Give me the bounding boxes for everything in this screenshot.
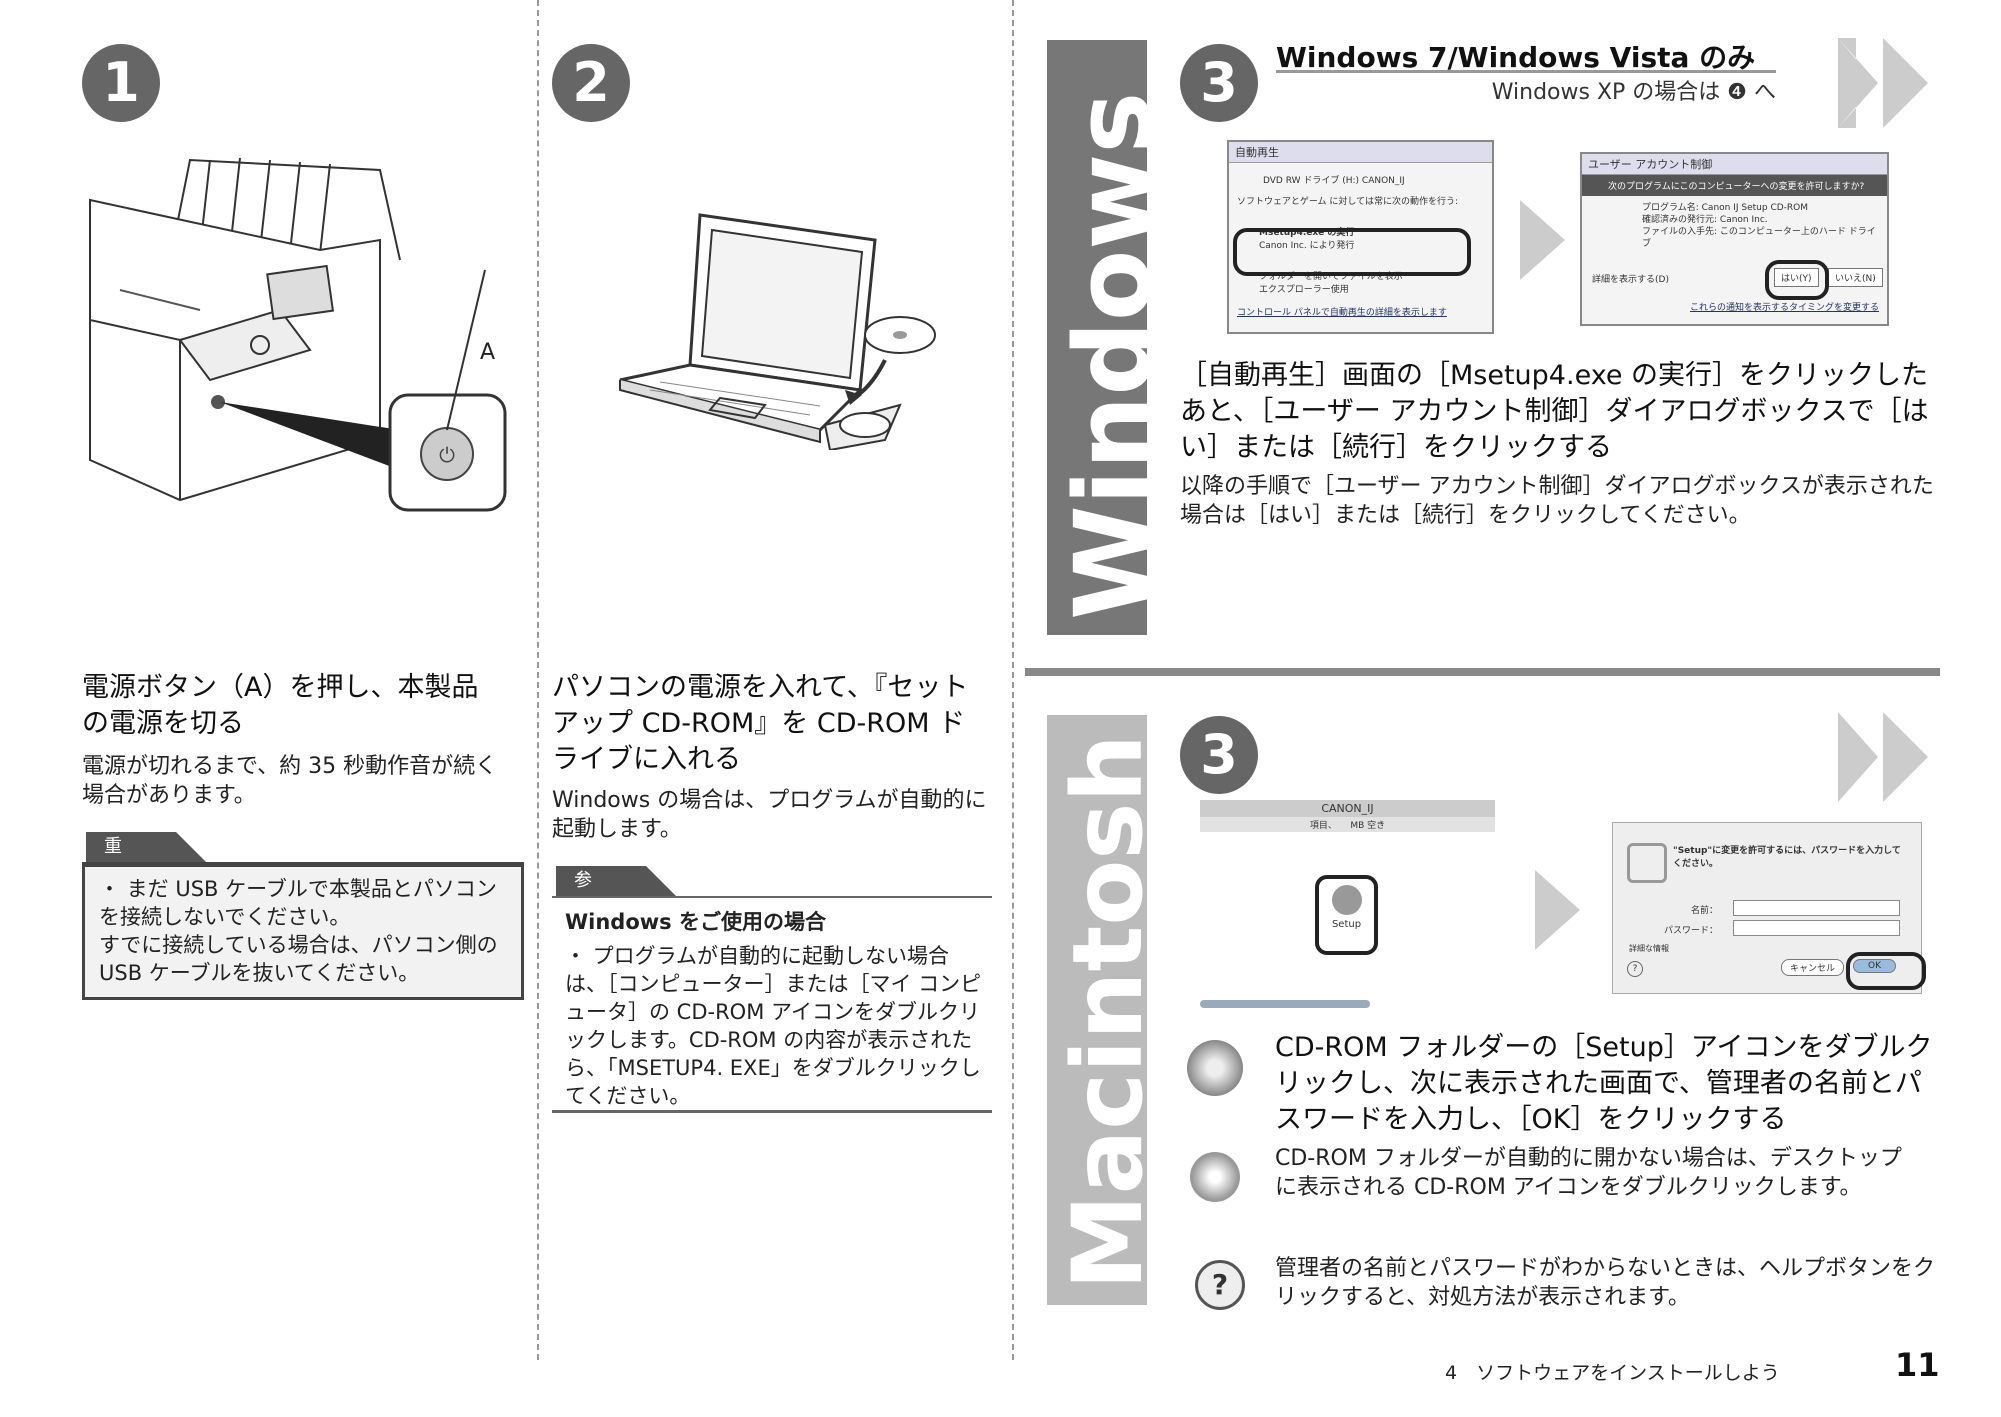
laptop-illustration bbox=[619, 213, 936, 450]
uac-pub-label: 確認済みの発行元: bbox=[1642, 215, 1718, 225]
windows-title-rule bbox=[1276, 70, 1776, 73]
finder-window: CANON_IJ 項目、 MB 空き Setup bbox=[1200, 800, 1495, 1010]
arrow-right-icon bbox=[1520, 200, 1565, 280]
uac-dialog: ユーザー アカウント制御 次のプログラムにこのコンピューターへの変更を許可します… bbox=[1580, 152, 1889, 326]
mac-note-help: 管理者の名前とパスワードがわからないときは、ヘルプボタンをクリックすると、対処方… bbox=[1275, 1256, 1936, 1310]
column-divider bbox=[1012, 0, 1014, 1360]
autoplay-open[interactable]: フォルダーを開いてファイルを表示 bbox=[1259, 272, 1403, 282]
cd-rom-icon bbox=[1190, 1152, 1240, 1202]
arrow-right-icon bbox=[1535, 870, 1580, 950]
auth-name-label: 名前： bbox=[1690, 906, 1718, 916]
important-tag: 重要 bbox=[86, 832, 206, 887]
auth-details[interactable]: 詳細な情報 bbox=[1629, 944, 1669, 953]
step-number-1: 1 bbox=[82, 44, 160, 122]
uac-prog-value: Canon IJ Setup CD-ROM bbox=[1701, 203, 1809, 213]
next-chevron-icon bbox=[1838, 712, 1928, 802]
step1-heading: 電源ボタン（A）を押し、本製品の電源を切る bbox=[82, 672, 479, 739]
callout-label-a: A bbox=[480, 340, 496, 365]
autoplay-drive: DVD RW ドライブ (H:) CANON_IJ bbox=[1263, 176, 1405, 186]
uac-src-value: このコンピューター上のハード ドライブ bbox=[1642, 227, 1876, 249]
uac-pub-value: Canon Inc. bbox=[1719, 215, 1768, 225]
reference-tag: 参考 bbox=[556, 866, 676, 921]
step2-body: Windows の場合は、プログラムが自動的に起動します。 bbox=[552, 788, 987, 842]
important-text: ・ まだ USB ケーブルで本製品とパソコンを接続しないでください。 すでに接続… bbox=[99, 877, 498, 985]
auth-dialog: "Setup"に変更を許可するには、パスワードを入力してください。 名前： パス… bbox=[1612, 822, 1922, 994]
reference-rule bbox=[552, 896, 992, 898]
windows-subtitle: Windows XP の場合は ❹ へ bbox=[1491, 80, 1776, 105]
reference-rule-bottom bbox=[552, 1110, 992, 1113]
windows-heading: ［自動再生］画面の［Msetup4.exe の実行］をクリックしたあと、［ユーザ… bbox=[1180, 360, 1929, 463]
mac-step-number: 3 bbox=[1180, 716, 1258, 794]
highlight-yes-button bbox=[1765, 260, 1829, 300]
next-chevron-icon bbox=[1838, 38, 1928, 128]
windows-band-label: Windows bbox=[1052, 91, 1174, 620]
reference-title: Windows をご使用の場合 bbox=[565, 910, 826, 934]
footer-section: 4 ソフトウェアをインストールしよう bbox=[1445, 1362, 1780, 1384]
svg-text:⏻: ⏻ bbox=[439, 443, 455, 467]
autoplay-publisher: Canon Inc. により発行 bbox=[1259, 241, 1355, 251]
uac-src-label: ファイルの入手先: bbox=[1642, 227, 1718, 237]
setup-icon-label: Setup bbox=[1331, 919, 1362, 930]
highlight-ok-button bbox=[1846, 952, 1926, 990]
autoplay-always: ソフトウェアとゲーム に対しては常に次の動作を行う: bbox=[1237, 197, 1458, 207]
uac-question: 次のプログラムにこのコンピューターへの変更を許可しますか? bbox=[1582, 175, 1887, 196]
mac-note-cdrom: CD-ROM フォルダーが自動的に開かない場合は、デスクトップに表示される CD… bbox=[1275, 1146, 1902, 1200]
windows-title: Windows 7/Windows Vista のみ bbox=[1276, 41, 1756, 74]
step1-body: 電源が切れるまで、約 35 秒動作音が続く場合があります。 bbox=[82, 754, 498, 808]
uac-details[interactable]: 詳細を表示する(D) bbox=[1592, 275, 1669, 285]
autoplay-title: 自動再生 bbox=[1229, 142, 1492, 163]
uac-no-button[interactable]: いいえ(N) bbox=[1828, 268, 1883, 287]
mac-band-label: Macintosh bbox=[1052, 734, 1164, 1290]
help-button-icon: ? bbox=[1195, 1260, 1245, 1310]
page-number: 11 bbox=[1895, 1346, 1940, 1384]
autoplay-dialog: 自動再生 DVD RW ドライブ (H:) CANON_IJ ソフトウェアとゲー… bbox=[1227, 140, 1494, 334]
step2-heading: パソコンの電源を入れて、『セットアップ CD-ROM』を CD-ROM ドライブ… bbox=[552, 672, 969, 775]
windows-band: Windows bbox=[1047, 40, 1174, 635]
uac-yes-button[interactable]: はい(Y) bbox=[1774, 268, 1819, 287]
finder-title: CANON_IJ bbox=[1200, 800, 1495, 817]
highlight-run-option bbox=[1233, 228, 1471, 276]
reference-text: ・ プログラムが自動的に起動しない場合は、［コンピューター］または［マイ コンピ… bbox=[565, 944, 982, 1108]
auth-ok-button[interactable]: OK bbox=[1853, 959, 1896, 973]
lock-icon bbox=[1627, 843, 1667, 883]
cd-setup-icon bbox=[1187, 1040, 1243, 1096]
uac-link[interactable]: これらの通知を表示するタイミングを変更する bbox=[1689, 303, 1879, 313]
windows-body: 以降の手順で［ユーザー アカウント制御］ダイアログボックスが表示された場合は［は… bbox=[1180, 474, 1934, 528]
auth-prompt: "Setup"に変更を許可するには、パスワードを入力してください。 bbox=[1673, 846, 1901, 869]
setup-icon-highlight[interactable]: Setup bbox=[1315, 875, 1378, 955]
auth-name-field[interactable] bbox=[1733, 900, 1900, 916]
finder-info: 項目、 MB 空き bbox=[1200, 817, 1495, 832]
auth-pw-field[interactable] bbox=[1733, 920, 1900, 936]
help-icon[interactable]: ? bbox=[1627, 961, 1643, 977]
auth-cancel-button[interactable]: キャンセル bbox=[1781, 959, 1845, 976]
auth-pw-label: パスワード： bbox=[1663, 926, 1718, 936]
autoplay-explorer: エクスプローラー使用 bbox=[1259, 285, 1349, 295]
autoplay-link[interactable]: コントロール パネルで自動再生の詳細を表示します bbox=[1237, 308, 1447, 318]
step-number-2: 2 bbox=[552, 44, 630, 122]
section-separator bbox=[1025, 668, 1940, 676]
mac-band: Macintosh bbox=[1047, 715, 1164, 1305]
column-divider bbox=[537, 0, 539, 1360]
uac-title: ユーザー アカウント制御 bbox=[1582, 154, 1887, 175]
autoplay-run[interactable]: Msetup4.exe の実行 bbox=[1259, 228, 1355, 238]
important-box: ・ まだ USB ケーブルで本製品とパソコンを接続しないでください。 すでに接続… bbox=[82, 862, 524, 1000]
mac-heading: CD-ROM フォルダーの［Setup］アイコンをダブルクリックし、次に表示され… bbox=[1275, 1032, 1933, 1135]
printer-illustration: ⏻ bbox=[89, 157, 507, 512]
finder-scrollbar[interactable] bbox=[1200, 1000, 1370, 1008]
setup-icon bbox=[1331, 885, 1362, 915]
uac-prog-label: プログラム名: bbox=[1642, 203, 1699, 213]
windows-step-number: 3 bbox=[1180, 44, 1258, 122]
